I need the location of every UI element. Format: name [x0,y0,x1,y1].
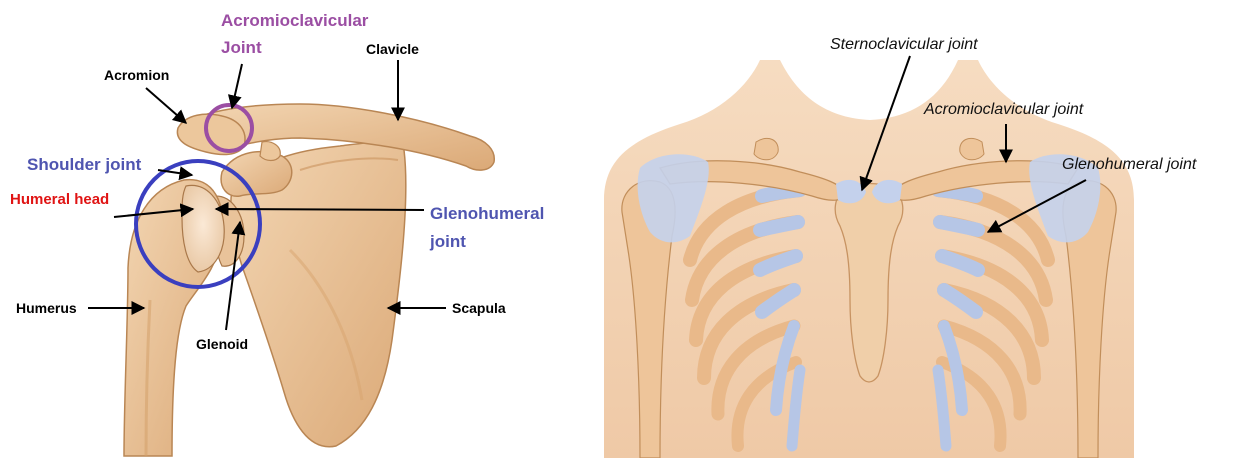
humerus-label: Humerus [16,301,77,315]
acromioclavicular-label-line2: Joint [221,35,262,60]
glenohumeral-arrow [216,209,424,210]
shoulder-joint-label: Shoulder joint [27,156,141,173]
acromion-label: Acromion [104,68,169,82]
humeral-head-label: Humeral head [10,192,109,207]
glenohumeral-label-line2: joint [430,228,466,255]
acromioclavicular-right-label: Acromioclavicular joint [924,102,1083,118]
coracoid-process [221,152,292,197]
right-thorax-illustration [604,0,1134,458]
scapula-label: Scapula [452,301,506,315]
glenohumeral-right-label: Glenohumeral joint [1062,157,1196,173]
acromioclavicular-label-line1: Acromioclavicular [221,8,368,33]
glenoid-label: Glenoid [196,337,248,351]
left-shoulder-illustration [88,60,494,456]
glenohumeral-label-line1: Glenohumeral [430,200,544,227]
sternoclavicular-label: Sternoclavicular joint [830,37,978,53]
acromioclavicular-arrow [232,64,242,108]
clavicle-label: Clavicle [366,42,419,56]
acromion-arrow [146,88,186,123]
